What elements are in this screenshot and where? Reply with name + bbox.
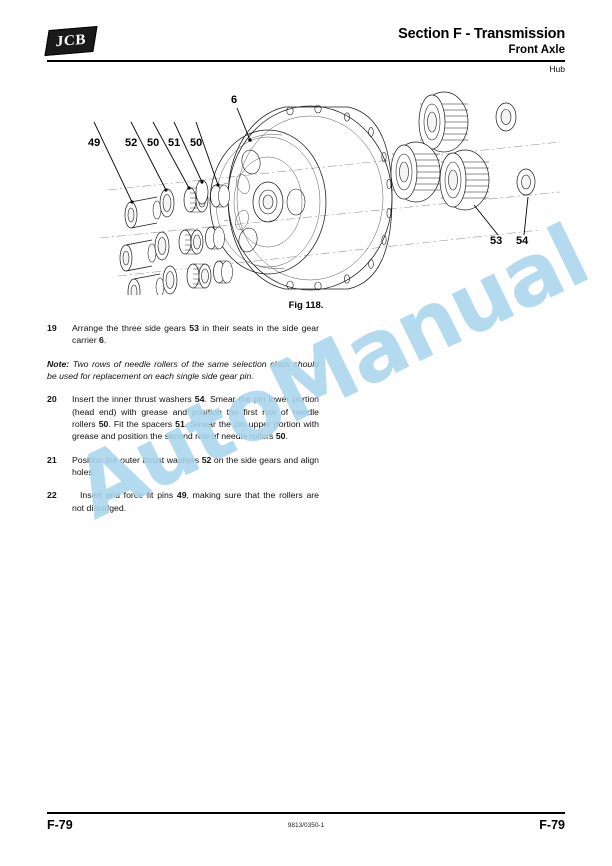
callout-49: 49: [88, 137, 101, 149]
step-20-number: 20: [47, 394, 57, 405]
callout-51: 51: [168, 137, 181, 149]
callout-6: 6: [231, 94, 238, 106]
note-block: Note: Two rows of needle rollers of the …: [47, 358, 319, 383]
pin-assembly-row-1: [124, 179, 230, 229]
instructions-column: 19 Arrange the three side gears 53 in th…: [47, 322, 319, 525]
footer-page-right: F-79: [539, 818, 565, 832]
callout-53: 53: [490, 235, 503, 247]
footer-divider: [47, 812, 565, 814]
step-22-number: 22: [47, 490, 57, 501]
callout-50-a: 50: [147, 137, 160, 149]
jcb-logo-text: JCB: [55, 31, 87, 50]
step-21-number: 21: [47, 454, 57, 465]
step-20: 20 Insert the inner thrust washers 54. S…: [47, 393, 319, 442]
inner-thrust-washers: [495, 102, 536, 196]
callout-54: 54: [516, 235, 529, 247]
note-label: Note:: [47, 358, 70, 369]
section-label: Hub: [549, 64, 565, 74]
figure-118: .ln { fill:none; stroke:#1a1a1a; stroke-…: [0, 80, 612, 295]
header-divider: [47, 60, 565, 62]
footer-page-left: F-79: [47, 818, 73, 832]
step-20-text: Insert the inner thrust washers 54. Smea…: [72, 394, 319, 442]
step-21-text: Position the outer thrust washers 52 on …: [72, 454, 319, 478]
step-19-text: Arrange the three side gears 53 in their…: [72, 323, 319, 346]
step-19: 19 Arrange the three side gears 53 in th…: [47, 322, 319, 347]
step-21: 21 Position the outer thrust washers 52 …: [47, 454, 319, 479]
step-22-text: Insert and force fit pins 49, making sur…: [72, 490, 319, 513]
page-subtitle: Front Axle: [508, 44, 565, 56]
leader-lines: [93, 107, 529, 236]
callout-52: 52: [125, 137, 138, 149]
note-text: Two rows of needle rollers of the same s…: [47, 358, 319, 382]
figure-caption: Fig 118.: [288, 300, 324, 311]
page-title: Section F - Transmission: [398, 26, 565, 42]
step-19-number: 19: [47, 323, 57, 333]
exploded-diagram: .ln { fill:none; stroke:#1a1a1a; stroke-…: [93, 91, 561, 295]
step-22: 22 Insert and force fit pins 49, making …: [47, 489, 319, 514]
callout-50-b: 50: [190, 137, 203, 149]
footer-doc-number: 9813/0350-1: [287, 822, 325, 829]
jcb-logo: JCB: [44, 25, 98, 57]
pin-assembly-row-3: [127, 260, 233, 295]
hub-carrier: [209, 104, 393, 291]
pin-assembly-row-2: [119, 226, 225, 272]
side-gears: [390, 91, 490, 211]
